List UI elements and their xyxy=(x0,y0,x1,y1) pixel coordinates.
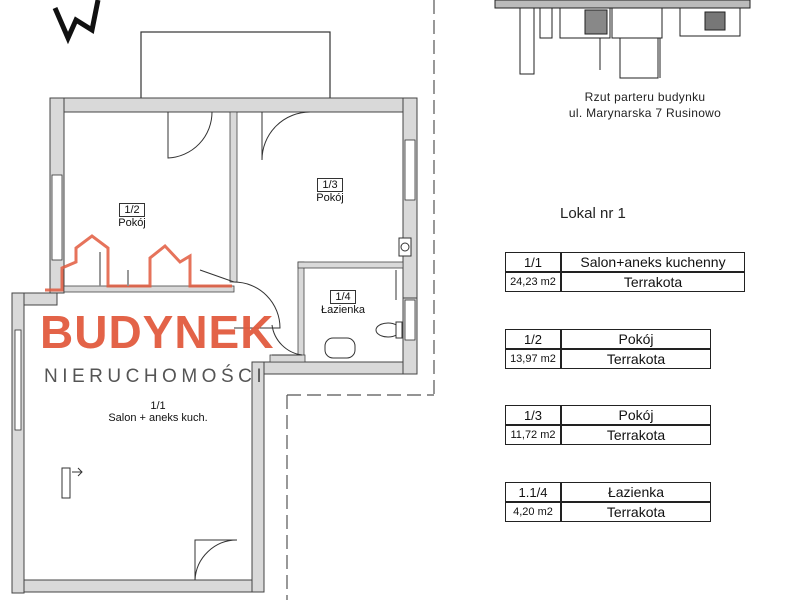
legend-row: 1/3 Pokój 11,72 m2 Terrakota xyxy=(505,405,745,445)
interior-walls xyxy=(63,111,404,363)
legend-material: Terrakota xyxy=(561,502,711,522)
room-number: 1/3 xyxy=(317,178,343,192)
legend-number: 1/3 xyxy=(505,405,561,425)
legend-name: Łazienka xyxy=(561,482,711,502)
north-arrow-icon xyxy=(52,0,101,45)
room-number: 1/2 xyxy=(119,203,145,217)
room-name: Pokój xyxy=(316,192,344,204)
legend-row: 1/1 Salon+aneks kuchenny 24,23 m2 Terrak… xyxy=(505,252,745,292)
legend-title: Lokal nr 1 xyxy=(560,205,626,222)
legend-number: 1/1 xyxy=(505,252,561,272)
legend-material: Terrakota xyxy=(561,272,745,292)
legend-name: Pokój xyxy=(561,405,711,425)
legend-area: 13,97 m2 xyxy=(505,349,561,369)
legend-name: Salon+aneks kuchenny xyxy=(561,252,745,272)
legend-area: 4,20 m2 xyxy=(505,502,561,522)
room-number: 1/1 xyxy=(150,400,166,412)
watermark-tagline: NIERUCHOMOŚCI xyxy=(44,366,267,387)
room-name: Łazienka xyxy=(320,304,366,316)
bathroom-fixtures xyxy=(324,237,412,359)
room-number: 1/4 xyxy=(330,290,356,304)
legend-number: 1.1/4 xyxy=(505,482,561,502)
watermark-skyline-icon xyxy=(45,234,232,292)
balcony xyxy=(140,31,331,101)
doors xyxy=(167,111,311,581)
room-label-1-2: 1/2 Pokój xyxy=(108,203,156,229)
plan-caption-line1: Rzut parteru budynku xyxy=(584,90,706,104)
room-name: Pokój xyxy=(118,217,146,229)
electrical-panel-icon xyxy=(61,467,83,499)
legend-area: 11,72 m2 xyxy=(505,425,561,445)
room-label-1-4: 1/4 Łazienka xyxy=(316,290,370,316)
sink-icon xyxy=(324,337,356,359)
windows xyxy=(14,139,416,431)
plan-caption-line2: ul. Marynarska 7 Rusinowo xyxy=(568,106,722,120)
legend-number: 1/2 xyxy=(505,329,561,349)
legend-row: 1/2 Pokój 13,97 m2 Terrakota xyxy=(505,329,745,369)
legend-area: 24,23 m2 xyxy=(505,272,561,292)
room-name: Salon + aneks kuch. xyxy=(108,412,208,424)
legend-material: Terrakota xyxy=(561,349,711,369)
room-label-1-1: 1/1 Salon + aneks kuch. xyxy=(98,400,218,424)
legend-material: Terrakota xyxy=(561,425,711,445)
legend-name: Pokój xyxy=(561,329,711,349)
room-label-1-3: 1/3 Pokój xyxy=(306,178,354,204)
building-thumbnail xyxy=(494,0,751,79)
legend-row: 1.1/4 Łazienka 4,20 m2 Terrakota xyxy=(505,482,745,522)
watermark-brand: BUDYNEK xyxy=(40,306,275,358)
